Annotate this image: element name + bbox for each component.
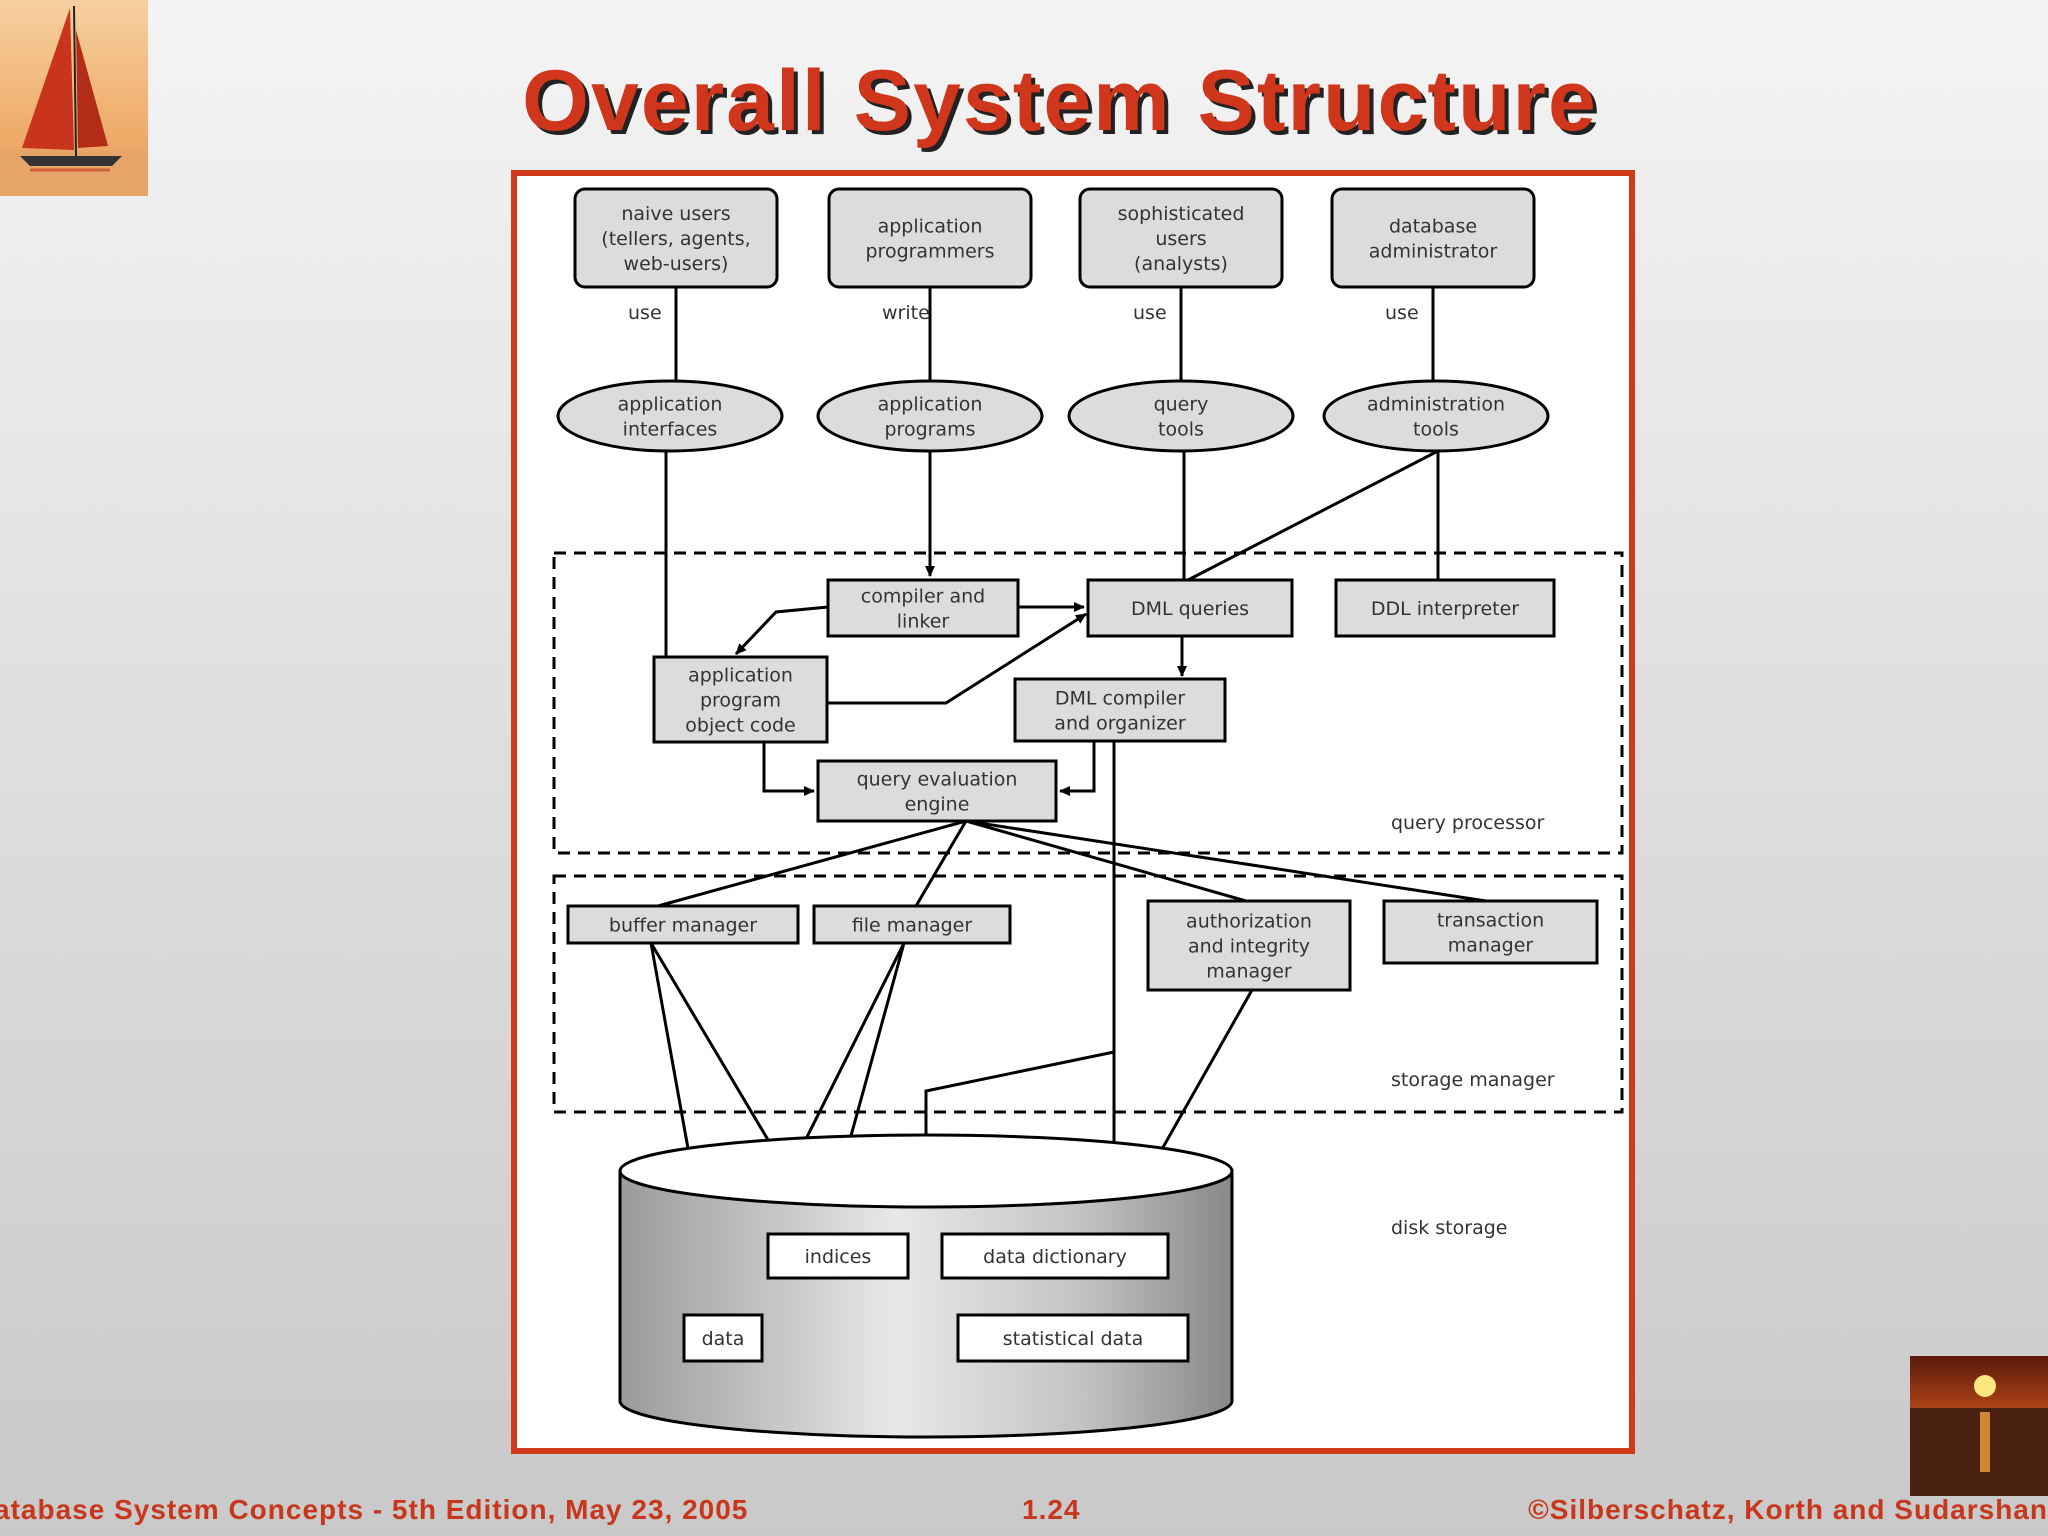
compiler-to-engine <box>1059 741 1096 796</box>
dml-compiler-box-text: and organizer <box>1054 713 1186 735</box>
storage-manager-region <box>552 874 1624 1114</box>
disk-cylinder-top <box>618 1133 1234 1209</box>
application-programmers-box-text: programmers <box>865 241 994 263</box>
buffer-manager-box-text: buffer manager <box>609 915 757 937</box>
ddl-interpreter-box-text: DDL interpreter <box>1371 598 1519 620</box>
diagram-frame: naive users (tellers, agents, web-users) us… <box>511 170 1635 1454</box>
sophisticated-users-box-text: sophisticated <box>1118 203 1245 225</box>
compiler-to-object-code <box>734 605 829 656</box>
naive-users-box <box>573 187 779 289</box>
query-engine-box <box>816 759 1058 823</box>
dml-queries-box-text: DML queries <box>1131 598 1249 620</box>
application-programmers-box-text: application <box>878 216 983 238</box>
footer-page-number: 1.24 <box>1022 1494 1081 1525</box>
dml-compiler-box-text: DML compiler <box>1055 688 1186 710</box>
naive-users-box-text: (tellers, agents, <box>601 228 750 250</box>
indices-box-text: indices <box>805 1246 872 1268</box>
database-administrator-verb-label: use <box>1385 302 1419 324</box>
auth-integrity-box <box>1146 899 1352 992</box>
data-box <box>682 1313 764 1363</box>
administration-tools-ellipse-text: tools <box>1413 419 1459 441</box>
query-engine-box-text: engine <box>905 794 970 816</box>
query-engine-box-text: query evaluation <box>857 769 1018 791</box>
application-programs-ellipse-text: programs <box>884 419 975 441</box>
transaction-manager-box-text: transaction <box>1437 910 1544 932</box>
dml-queries-box <box>1086 578 1294 638</box>
app-object-code-box-text: application <box>688 665 793 687</box>
engine-to-storage-3 <box>965 819 1487 903</box>
system-structure-diagram: naive users (tellers, agents, web-users) us… <box>552 187 1624 1439</box>
statistical-data-box-text: statistical data <box>1003 1328 1144 1350</box>
administration-tools-ellipse-text: administration <box>1367 394 1505 416</box>
ddl-interpreter-box <box>1334 578 1556 638</box>
transaction-manager-box-text: manager <box>1448 935 1534 957</box>
buffer-manager-box <box>566 904 800 945</box>
slide-title: Overall System Structure <box>522 53 1598 149</box>
object-code-to-dml-queries <box>827 612 1087 705</box>
data-dictionary-box-text: data dictionary <box>983 1246 1127 1268</box>
naive-users-box-text: web-users) <box>624 253 729 275</box>
application-programs-ellipse-text: application <box>878 394 983 416</box>
database-administrator-box-text: database <box>1389 216 1477 238</box>
application-programmers-verb-label: write <box>882 302 930 324</box>
compiler-linker-box <box>826 578 1020 638</box>
query-tools-ellipse <box>1067 379 1295 453</box>
app-object-code-box <box>652 655 829 744</box>
engine-to-storage-2 <box>965 819 1247 903</box>
administration-tools-ellipse <box>1322 379 1550 453</box>
engine-to-storage-0 <box>657 819 967 908</box>
indices-box <box>766 1232 910 1280</box>
compiler-linker-box-text: linker <box>897 611 950 633</box>
compiler-linker-box-text: compiler and <box>861 586 985 608</box>
application-interfaces-ellipse-text: application <box>618 394 723 416</box>
query-processor-label: query processor <box>1391 812 1545 834</box>
file-manager-box-text: file manager <box>852 915 973 937</box>
naive-users-verb-label: use <box>628 302 662 324</box>
auth-integrity-box-text: authorization <box>1186 911 1312 933</box>
sunset-logo <box>1910 1356 2048 1496</box>
transaction-manager-box <box>1382 899 1599 965</box>
application-interfaces-ellipse <box>556 379 784 453</box>
auth-integrity-box-text: manager <box>1206 961 1292 983</box>
application-interfaces-ellipse-text: interfaces <box>623 419 718 441</box>
query-tools-ellipse-text: tools <box>1158 419 1204 441</box>
app-object-code-box-text: program <box>700 690 781 712</box>
storage-manager-label: storage manager <box>1391 1069 1555 1091</box>
query-tools-ellipse-text: query <box>1154 394 1209 416</box>
database-administrator-box-text: administrator <box>1369 241 1498 263</box>
naive-users-box-text: naive users <box>621 203 730 225</box>
object-code-to-engine <box>762 742 815 796</box>
data-dictionary-box <box>940 1232 1170 1280</box>
application-programs-ellipse <box>816 379 1044 453</box>
footer-book-title: atabase System Concepts - 5th Edition, M… <box>0 1494 749 1525</box>
query-processor-region <box>552 551 1624 855</box>
admin-tools-to-dml-queries <box>1187 449 1439 582</box>
dml-compiler-box <box>1013 677 1227 743</box>
statistical-data-box <box>956 1313 1190 1363</box>
disk-cylinder <box>618 1169 1234 1439</box>
sophisticated-users-verb-label: use <box>1133 302 1167 324</box>
engine-to-storage-1 <box>914 820 968 907</box>
sophisticated-users-box-text: users <box>1155 228 1206 250</box>
file-manager-box <box>812 904 1012 945</box>
data-box-text: data <box>702 1328 745 1350</box>
sailboat-logo <box>0 0 148 196</box>
application-programmers-box <box>827 187 1033 289</box>
auth-integrity-box-text: and integrity <box>1188 936 1310 958</box>
database-administrator-box <box>1330 187 1536 289</box>
sophisticated-users-box-text: (analysts) <box>1134 253 1228 275</box>
app-object-code-box-text: object code <box>685 715 795 737</box>
footer-copyright: ©Silberschatz, Korth and Sudarshan <box>1528 1494 2048 1525</box>
sophisticated-users-box <box>1078 187 1284 289</box>
disk-storage-label: disk storage <box>1391 1217 1507 1239</box>
